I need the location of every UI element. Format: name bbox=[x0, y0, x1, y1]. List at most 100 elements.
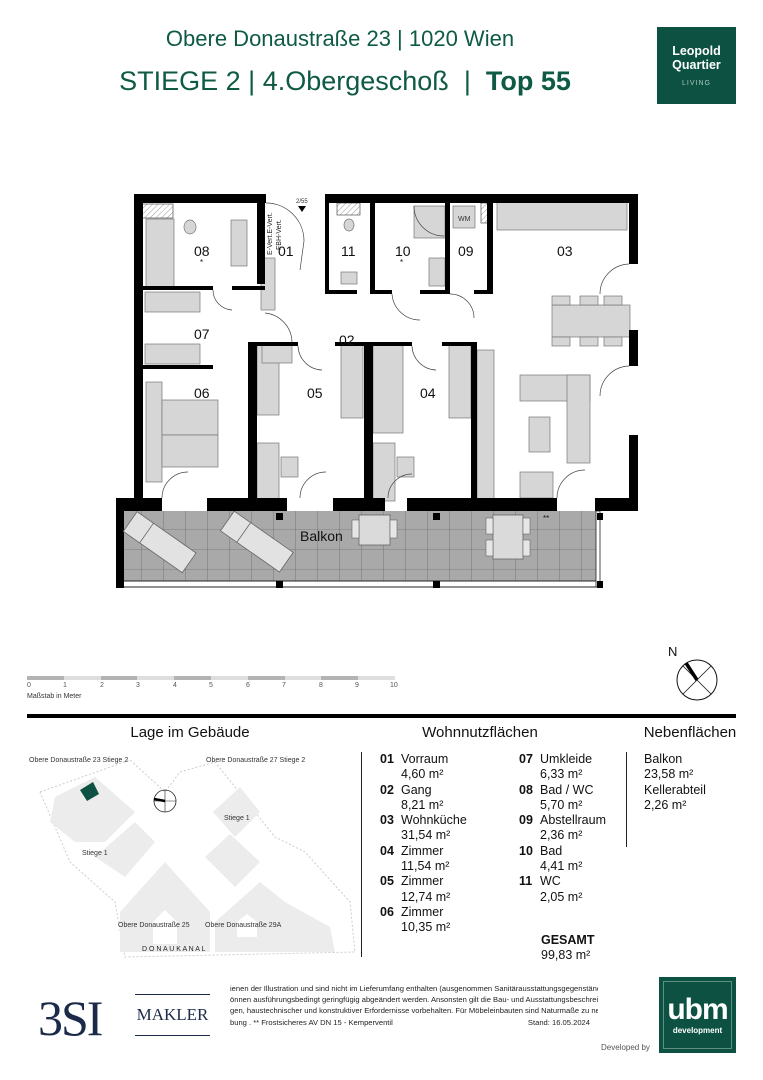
area-value: 12,74 m² bbox=[401, 889, 451, 904]
room-08-label: 08 bbox=[194, 243, 210, 259]
scale-tick: 8 bbox=[319, 682, 323, 689]
label-od27: Obere Donaustraße 27 Stiege 2 bbox=[206, 757, 306, 764]
area-value: 2,36 m² bbox=[540, 828, 583, 843]
unit-highlight bbox=[80, 782, 99, 801]
logo-line-1: Leopold bbox=[672, 44, 721, 58]
area-value: 11,54 m² bbox=[401, 859, 450, 874]
scale-tick: 0 bbox=[27, 682, 31, 689]
room-05-label: 05 bbox=[307, 385, 323, 401]
label-od25: Obere Donaustraße 25 bbox=[118, 922, 190, 929]
logo-line-2: Quartier bbox=[672, 58, 721, 72]
separator: | bbox=[240, 66, 263, 96]
washer-label: WM bbox=[458, 216, 471, 223]
room-03-label: 03 bbox=[557, 243, 573, 259]
leopold-quartier-logo: Leopold Quartier LIVING bbox=[657, 27, 736, 104]
unit-heading: STIEGE 2 | 4.Obergeschoß | Top 55 bbox=[0, 66, 690, 97]
area-value: 10,35 m² bbox=[401, 920, 451, 935]
room-02-label: 02 bbox=[339, 332, 355, 348]
balcony bbox=[116, 500, 603, 588]
secondary-area-name: Kellerabteil bbox=[644, 782, 706, 797]
label-canal: D O N A U K A N A L bbox=[142, 946, 206, 953]
disclaimer-line: gen, haustechnischer und konstruktiver E… bbox=[230, 1006, 598, 1016]
shaft-label: FBH-Vert. bbox=[276, 219, 283, 250]
site-plan bbox=[39, 759, 356, 958]
shaft-label: E-Vert.E-Vert. bbox=[267, 212, 274, 255]
scale-tick: 2 bbox=[100, 682, 104, 689]
svg-text:*: * bbox=[400, 258, 403, 267]
ubm-wordmark: ubm bbox=[667, 993, 728, 1026]
label-stiege1-right: Stiege 1 bbox=[224, 815, 250, 822]
makler-logo: MAKLER bbox=[135, 994, 210, 1036]
label-stiege1-left: Stiege 1 bbox=[82, 850, 108, 857]
project-address: Obere Donaustraße 23 | 1020 Wien bbox=[165, 26, 515, 51]
disclaimer-line: bung . ** Frostsicheres AV DN 15 - Kempe… bbox=[230, 1017, 393, 1027]
disclaimer-line: ienen der Illustration und sind nicht im… bbox=[230, 984, 598, 993]
secondary-area-name: Balkon bbox=[644, 752, 683, 766]
area-value: 6,33 m² bbox=[540, 767, 583, 782]
location-title: Lage im Gebäude bbox=[130, 724, 250, 741]
room-10-label: 10 bbox=[395, 243, 411, 259]
disclaimer: ienen der Illustration und sind nicht im… bbox=[230, 983, 598, 1028]
room-09-label: 09 bbox=[458, 243, 474, 259]
floor-plan: Balkon ** bbox=[116, 194, 638, 588]
scale-tick: 1 bbox=[63, 682, 67, 689]
section-divider bbox=[27, 714, 736, 718]
scale-tick: 4 bbox=[173, 682, 177, 689]
entrance-label: 2/55 bbox=[296, 199, 308, 205]
label-od29a: Obere Donaustraße 29A bbox=[205, 922, 282, 929]
secondary-area-value: 23,58 m² bbox=[644, 767, 694, 782]
area-value: 2,05 m² bbox=[540, 889, 583, 904]
total-label: GESAMT bbox=[541, 933, 595, 947]
scale-tick: 5 bbox=[209, 682, 213, 689]
room-06-label: 06 bbox=[194, 385, 210, 401]
compass-icon bbox=[676, 659, 718, 701]
living-area-title: Wohnnutzflächen bbox=[422, 724, 538, 741]
scale-tick: 10 bbox=[390, 682, 398, 689]
area-value: 31,54 m² bbox=[401, 828, 451, 843]
3si-logo: 3SI bbox=[38, 990, 103, 1046]
floor-label: 4.Obergeschoß bbox=[262, 66, 449, 96]
secondary-area-list: Balkon 23,58 m² Kellerabteil 2,26 m² bbox=[644, 752, 706, 813]
room-11-label: 11 bbox=[341, 243, 356, 259]
scale-caption: Maßstab in Meter bbox=[27, 693, 82, 700]
logo-line-3: LIVING bbox=[682, 80, 711, 87]
ubm-subtitle: development bbox=[672, 1026, 723, 1035]
separator: | bbox=[448, 66, 486, 96]
area-value: 4,41 m² bbox=[540, 859, 583, 874]
north-label: N bbox=[668, 644, 678, 659]
svg-text:*: * bbox=[200, 258, 203, 267]
developed-by-label: Developed by bbox=[601, 1043, 650, 1052]
ubm-logo: ubm development bbox=[659, 977, 736, 1053]
room-01-label: 01 bbox=[278, 243, 294, 259]
label-od23: Obere Donaustraße 23 Stiege 2 bbox=[29, 757, 129, 764]
scale-bar: 0 1 2 3 4 5 6 7 8 9 10 Maßstab in Meter bbox=[27, 676, 407, 700]
balcony-label: Balkon bbox=[300, 528, 343, 544]
secondary-area-title: Nebenflächen bbox=[643, 724, 737, 741]
area-value: 8,21 m² bbox=[401, 797, 444, 812]
frost-mark: ** bbox=[543, 514, 549, 523]
room-04-label: 04 bbox=[420, 385, 436, 401]
column-divider bbox=[361, 752, 362, 957]
secondary-area-value: 2,26 m² bbox=[644, 797, 687, 812]
total-area: 99,83 m² bbox=[541, 948, 591, 962]
room-07-label: 07 bbox=[194, 326, 210, 342]
column-divider bbox=[626, 752, 627, 847]
scale-tick: 3 bbox=[136, 682, 140, 689]
stand-date: Stand: 16.05.2024 bbox=[527, 1017, 590, 1027]
disclaimer-line: önnen ausführungsbedingt geringfügig abg… bbox=[230, 995, 598, 1005]
stiege-label: STIEGE 2 bbox=[119, 66, 241, 96]
scale-tick: 7 bbox=[282, 682, 286, 689]
scale-tick: 6 bbox=[246, 682, 250, 689]
area-value: 4,60 m² bbox=[401, 767, 444, 782]
